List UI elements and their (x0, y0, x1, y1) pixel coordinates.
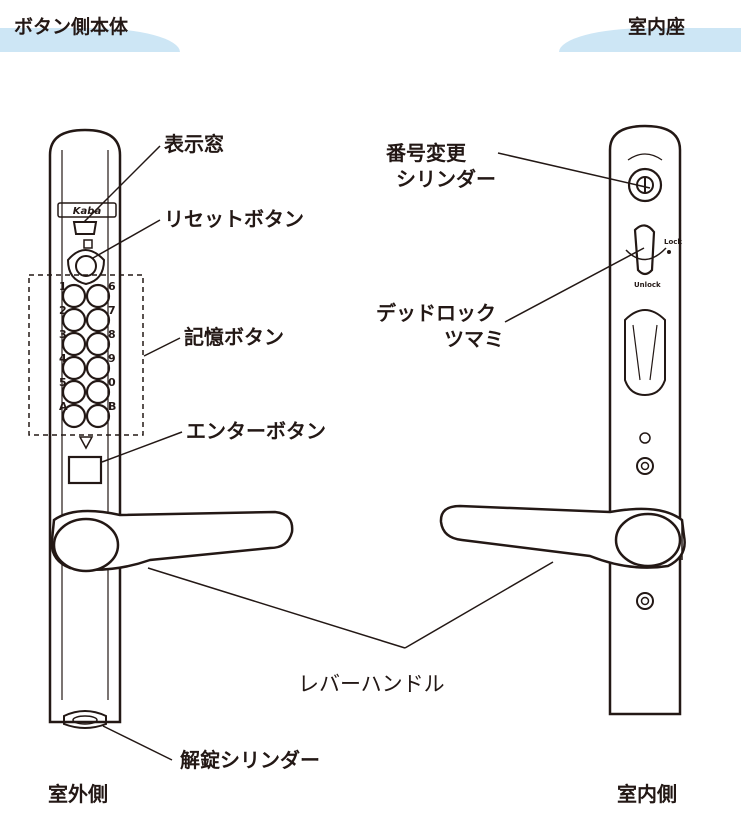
screw-hole-icon (636, 592, 654, 610)
svg-text:7: 7 (108, 304, 116, 317)
deadlock-knob-icon (633, 224, 656, 276)
label-deadlock-line1: デッドロック (376, 301, 496, 325)
svg-text:6: 6 (108, 280, 116, 293)
label-code-change-line2: シリンダー (396, 167, 496, 191)
label-display-window: 表示窓 (164, 132, 224, 156)
display-window-icon (72, 221, 98, 235)
svg-text:8: 8 (108, 328, 116, 341)
brand-logo-text: Kaba (73, 206, 102, 217)
unlock-text: Unlock (634, 281, 661, 289)
svg-text:3: 3 (59, 328, 67, 341)
label-lever-handle: レバーハンドル (298, 672, 445, 696)
svg-text:5: 5 (59, 376, 67, 389)
keypad-digits: 1 6 2 7 3 8 4 9 5 0 A B (59, 280, 116, 413)
label-deadlock-knob: デッドロック ツマミ (376, 300, 504, 352)
lock-text: Lock (664, 238, 682, 246)
leader-lines (83, 145, 651, 761)
footer-left: 室外側 (48, 782, 108, 806)
reset-button-icon (75, 255, 97, 277)
footer-right: 室内側 (617, 782, 677, 806)
label-deadlock-line2: ツマミ (444, 327, 504, 351)
label-reset-button: リセットボタン (164, 207, 304, 231)
svg-text:4: 4 (59, 352, 67, 365)
exterior-body-outline (48, 128, 122, 724)
label-code-change-cylinder: 番号変更 シリンダー (386, 140, 496, 192)
code-change-cylinder-icon (627, 167, 663, 203)
svg-text:A: A (59, 400, 68, 413)
interior-cutout (624, 309, 666, 397)
header-right-title: 室内座 (628, 16, 686, 38)
unlock-cylinder-icon (63, 710, 107, 729)
svg-text:0: 0 (108, 376, 116, 389)
svg-text:2: 2 (59, 304, 67, 317)
enter-arrow-icon (78, 436, 94, 450)
svg-text:9: 9 (108, 352, 116, 365)
keypad-buttons (61, 283, 111, 429)
svg-text:1: 1 (59, 280, 67, 293)
interior-body-outline (608, 124, 682, 716)
label-memory-buttons: 記憶ボタン (184, 325, 284, 349)
screw-icon (639, 432, 651, 444)
header-left-title: ボタン側本体 (14, 16, 129, 38)
svg-text:B: B (108, 400, 116, 413)
label-code-change-line1: 番号変更 (386, 141, 466, 165)
label-unlock-cylinder: 解錠シリンダー (180, 748, 320, 772)
keypad-dashed-box (28, 274, 144, 436)
label-enter-button: エンターボタン (186, 419, 326, 443)
enter-button-icon (67, 455, 103, 485)
screw-hole-icon (636, 457, 654, 475)
